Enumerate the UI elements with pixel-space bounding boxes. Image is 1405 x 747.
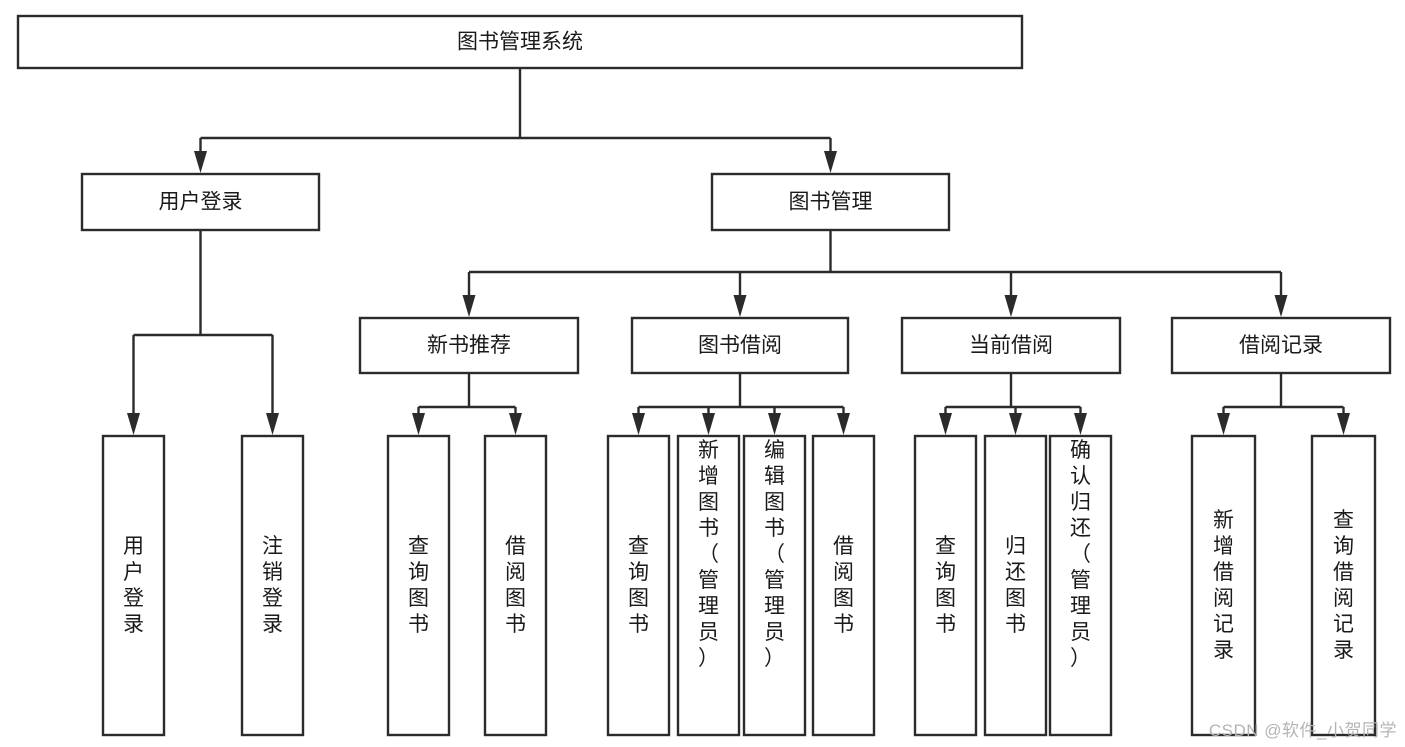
node-box-book-manage[interactable] <box>710 172 951 232</box>
node-box-leaf-br-query-record[interactable] <box>1310 434 1377 737</box>
node-label-leaf-bb-query-book: 查询图书 <box>628 535 649 636</box>
level2-node[interactable]: 图书管理 <box>710 172 951 232</box>
node-label-user-login: 用户登录 <box>159 191 243 214</box>
leaf-node[interactable]: 借阅图书 <box>483 434 548 737</box>
level3-node[interactable]: 图书借阅 <box>630 316 850 375</box>
level3-node[interactable]: 当前借阅 <box>900 316 1122 375</box>
connector-group-user-login <box>127 230 279 435</box>
node-box-borrow-record[interactable] <box>1170 316 1392 375</box>
leaf-node[interactable]: 借阅图书 <box>811 434 876 737</box>
node-box-leaf-cb-confirm-return[interactable] <box>1048 434 1113 737</box>
node-label-leaf-cb-confirm-return: 确认归还（管理员） <box>1070 439 1091 670</box>
connector-group-current-borrow <box>939 373 1087 435</box>
node-label-leaf-user-logout: 注销登录 <box>262 535 283 636</box>
node-label-leaf-br-add-record: 新增借阅记录 <box>1213 509 1234 662</box>
node-box-user-login[interactable] <box>80 172 321 232</box>
connector-group-book-manage <box>462 230 1288 317</box>
level3-node[interactable]: 借阅记录 <box>1170 316 1392 375</box>
node-box-leaf-rec-borrow-book[interactable] <box>483 434 548 737</box>
leaf-node[interactable]: 确认归还（管理员） <box>1048 434 1113 737</box>
node-label-book-borrow: 图书借阅 <box>698 334 782 357</box>
node-label-leaf-bb-borrow-book: 借阅图书 <box>833 535 854 636</box>
leaf-node[interactable]: 用户登录 <box>101 434 166 737</box>
connector-group-new-book-rec <box>412 373 522 435</box>
node-label-current-borrow: 当前借阅 <box>969 334 1053 357</box>
leaf-node[interactable]: 查询图书 <box>606 434 671 737</box>
node-box-leaf-bb-edit-book[interactable] <box>742 434 807 737</box>
node-label-leaf-cb-query-book: 查询图书 <box>935 535 956 636</box>
node-box-leaf-cb-query-book[interactable] <box>913 434 978 737</box>
leaf-node[interactable]: 编辑图书（管理员） <box>742 434 807 737</box>
node-box-leaf-rec-query-book[interactable] <box>386 434 451 737</box>
root-node[interactable]: 图书管理系统 <box>16 14 1024 70</box>
node-box-leaf-bb-borrow-book[interactable] <box>811 434 876 737</box>
leaf-node[interactable]: 注销登录 <box>240 434 305 737</box>
watermark-text: CSDN @软件_小贺同学 <box>1208 721 1397 740</box>
node-label-borrow-record: 借阅记录 <box>1239 334 1323 357</box>
node-label-leaf-cb-return-book: 归还图书 <box>1005 535 1026 636</box>
node-label-leaf-user-login: 用户登录 <box>123 535 144 636</box>
level3-node[interactable]: 新书推荐 <box>358 316 580 375</box>
node-box-new-book-rec[interactable] <box>358 316 580 375</box>
leaf-node[interactable]: 查询图书 <box>913 434 978 737</box>
node-box-leaf-br-add-record[interactable] <box>1190 434 1257 737</box>
nodes-layer: 图书管理系统用户登录图书管理新书推荐图书借阅当前借阅借阅记录用户登录注销登录查询… <box>16 14 1392 737</box>
node-box-leaf-cb-return-book[interactable] <box>983 434 1048 737</box>
leaf-node[interactable]: 新增图书（管理员） <box>676 434 741 737</box>
leaf-node[interactable]: 新增借阅记录 <box>1190 434 1257 737</box>
node-label-leaf-rec-borrow-book: 借阅图书 <box>505 535 526 636</box>
leaf-node[interactable]: 归还图书 <box>983 434 1048 737</box>
connector-group-book-borrow <box>632 373 850 435</box>
connector-group-borrow-record <box>1217 373 1350 435</box>
level2-node[interactable]: 用户登录 <box>80 172 321 232</box>
node-label-book-manage: 图书管理 <box>789 191 873 214</box>
node-box-leaf-user-logout[interactable] <box>240 434 305 737</box>
node-label-leaf-bb-add-book: 新增图书（管理员） <box>698 439 719 670</box>
node-label-root: 图书管理系统 <box>457 31 583 54</box>
connector-group-root <box>194 68 837 173</box>
leaf-node[interactable]: 查询图书 <box>386 434 451 737</box>
node-box-root[interactable] <box>16 14 1024 70</box>
node-label-leaf-br-query-record: 查询借阅记录 <box>1333 509 1354 662</box>
node-label-leaf-bb-edit-book: 编辑图书（管理员） <box>764 439 785 670</box>
node-box-leaf-bb-add-book[interactable] <box>676 434 741 737</box>
edges-layer <box>127 68 1350 435</box>
node-box-book-borrow[interactable] <box>630 316 850 375</box>
node-box-leaf-user-login[interactable] <box>101 434 166 737</box>
node-box-current-borrow[interactable] <box>900 316 1122 375</box>
leaf-node[interactable]: 查询借阅记录 <box>1310 434 1377 737</box>
node-box-leaf-bb-query-book[interactable] <box>606 434 671 737</box>
node-label-leaf-rec-query-book: 查询图书 <box>408 535 429 636</box>
node-label-new-book-rec: 新书推荐 <box>427 334 511 357</box>
